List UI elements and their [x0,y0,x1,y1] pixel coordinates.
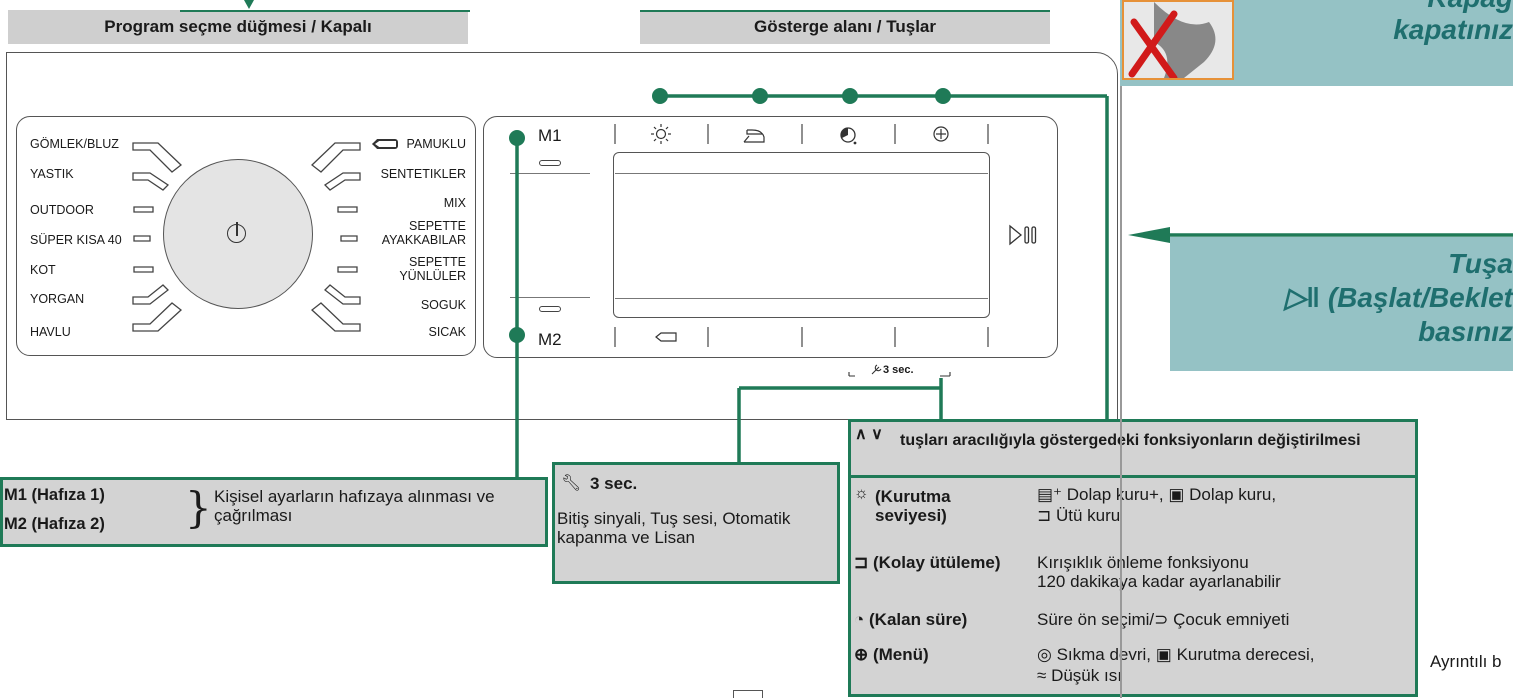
press-word: Tuşa [1448,248,1513,279]
header-rule-left [180,10,470,12]
program-label-sentetikler: SENTETIKLER [380,167,466,181]
press-line3: basınız [1418,316,1513,347]
remaining-time-line1: Süre ön seçimi/⊃ Çocuk emniyeti [1037,610,1290,629]
easy-iron-line2: 120 dakikaya kadar ayarlanabilir [1037,572,1281,591]
menu-name: ⊕ (Menü) [854,645,929,664]
menu-plus-icon [933,126,949,142]
dryness-row-icon: ☼ [854,485,869,502]
cotton-icon-inner [375,141,396,147]
start-pause-icon [1009,224,1037,246]
menu-line2: ≈ Düşük ısı [1037,666,1122,685]
program-label-outdoor: OUTDOOR [30,203,94,217]
settings-title: 3 sec. [590,474,638,493]
program-label-havlu: HAVLU [30,325,71,339]
header-rule-right [640,10,1050,12]
bottom-tab [733,690,763,698]
m1-led [539,160,561,166]
m2-rule [510,297,590,298]
display-panel [483,116,1058,358]
program-label-yorgan: YORGAN [30,292,85,306]
m1-rule [510,173,590,174]
remaining-time-icon [840,127,857,145]
appliance-panel [6,52,1118,420]
settings-info-box [552,462,840,584]
wrench-icon [848,364,951,377]
wrench-label: 3 sec. [883,364,914,376]
right-divider [1120,86,1122,698]
menu-line1: ◎ Sıkma devri, ▣ Kurutma derecesi, [1037,645,1315,664]
dryness-line2: ⊐ Ütü kuru [1037,506,1121,525]
close-door-text: kapatınız [1393,14,1513,45]
cross-icon [1128,2,1216,78]
dryness-icon [651,124,671,144]
memory-info-box [0,477,548,547]
program-label-sicak: SICAK [428,325,466,339]
door-warning-image [1122,0,1234,80]
m1-memory-label: M1 (Hafıza 1) [4,486,105,504]
iron-icon [743,129,765,143]
remaining-time-name: ◔ (Kalan süre) [854,610,968,629]
press-line2: ▷‖ (Başlat/Beklet [1284,282,1513,313]
program-label-sepette-yunluler: SEPETTE YÜNLÜLER [399,255,466,283]
settings-description: Bitiş sinyali, Tuş sesi, Otomatik kapanm… [557,509,791,547]
wrench-icon-small: 🔧︎ [561,475,582,492]
close-door-text-partial: Kapağ [1240,0,1513,14]
program-label-soguk: SOGUK [420,298,466,312]
m1-button[interactable]: M1 [538,126,562,145]
functions-title: tuşları aracılığıyla göstergedeki fonksi… [900,432,1361,449]
m2-memory-label: M2 (Hafıza 2) [4,515,105,533]
lcd-screen [613,152,990,318]
program-label-super-kisa: SÜPER KISA 40 [30,233,122,247]
functions-header-rule [848,475,1418,478]
program-label-yastik: YASTIK [30,167,74,181]
program-selector-header: Program seçme düğmesi / Kapalı [8,10,468,44]
program-label-sepette-ayakkabilar: SEPETTE AYAKKABILAR [381,219,466,247]
details-text: Ayrıntılı b [1430,652,1502,671]
pointer-arrow-icon [244,0,254,9]
memory-description: Kişisel ayarların hafızaya alınması ve ç… [214,487,495,525]
lcd-rule-top [615,173,988,174]
back-icon [655,332,677,342]
program-label-kot: KOT [30,263,56,277]
program-selector-panel [16,116,476,356]
brace-icon: } [185,483,212,532]
press-start-banner [1170,237,1513,371]
program-label-mix: MIX [443,196,466,210]
functions-info-box [848,419,1418,697]
m2-led [539,306,561,312]
easy-iron-line1: Kırışıklık önleme fonksiyonu [1037,553,1249,572]
dryness-name: (Kurutma seviyesi) [875,487,951,525]
program-label-pamuklu: PAMUKLU [406,137,466,151]
up-down-arrows-icon: ∧ ∨ [855,426,883,443]
power-icon-bar [236,222,238,236]
m2-button[interactable]: M2 [538,330,562,349]
lcd-rule-bottom [615,298,988,299]
program-label-gomlek: GÖMLEK/BLUZ [30,137,119,151]
easy-iron-name: ⊐ (Kolay ütüleme) [854,553,1001,572]
dryness-line1: ▤⁺ Dolap kuru+, ▣ Dolap kuru, [1037,485,1277,504]
display-area-header: Gösterge alanı / Tuşlar [640,10,1050,44]
